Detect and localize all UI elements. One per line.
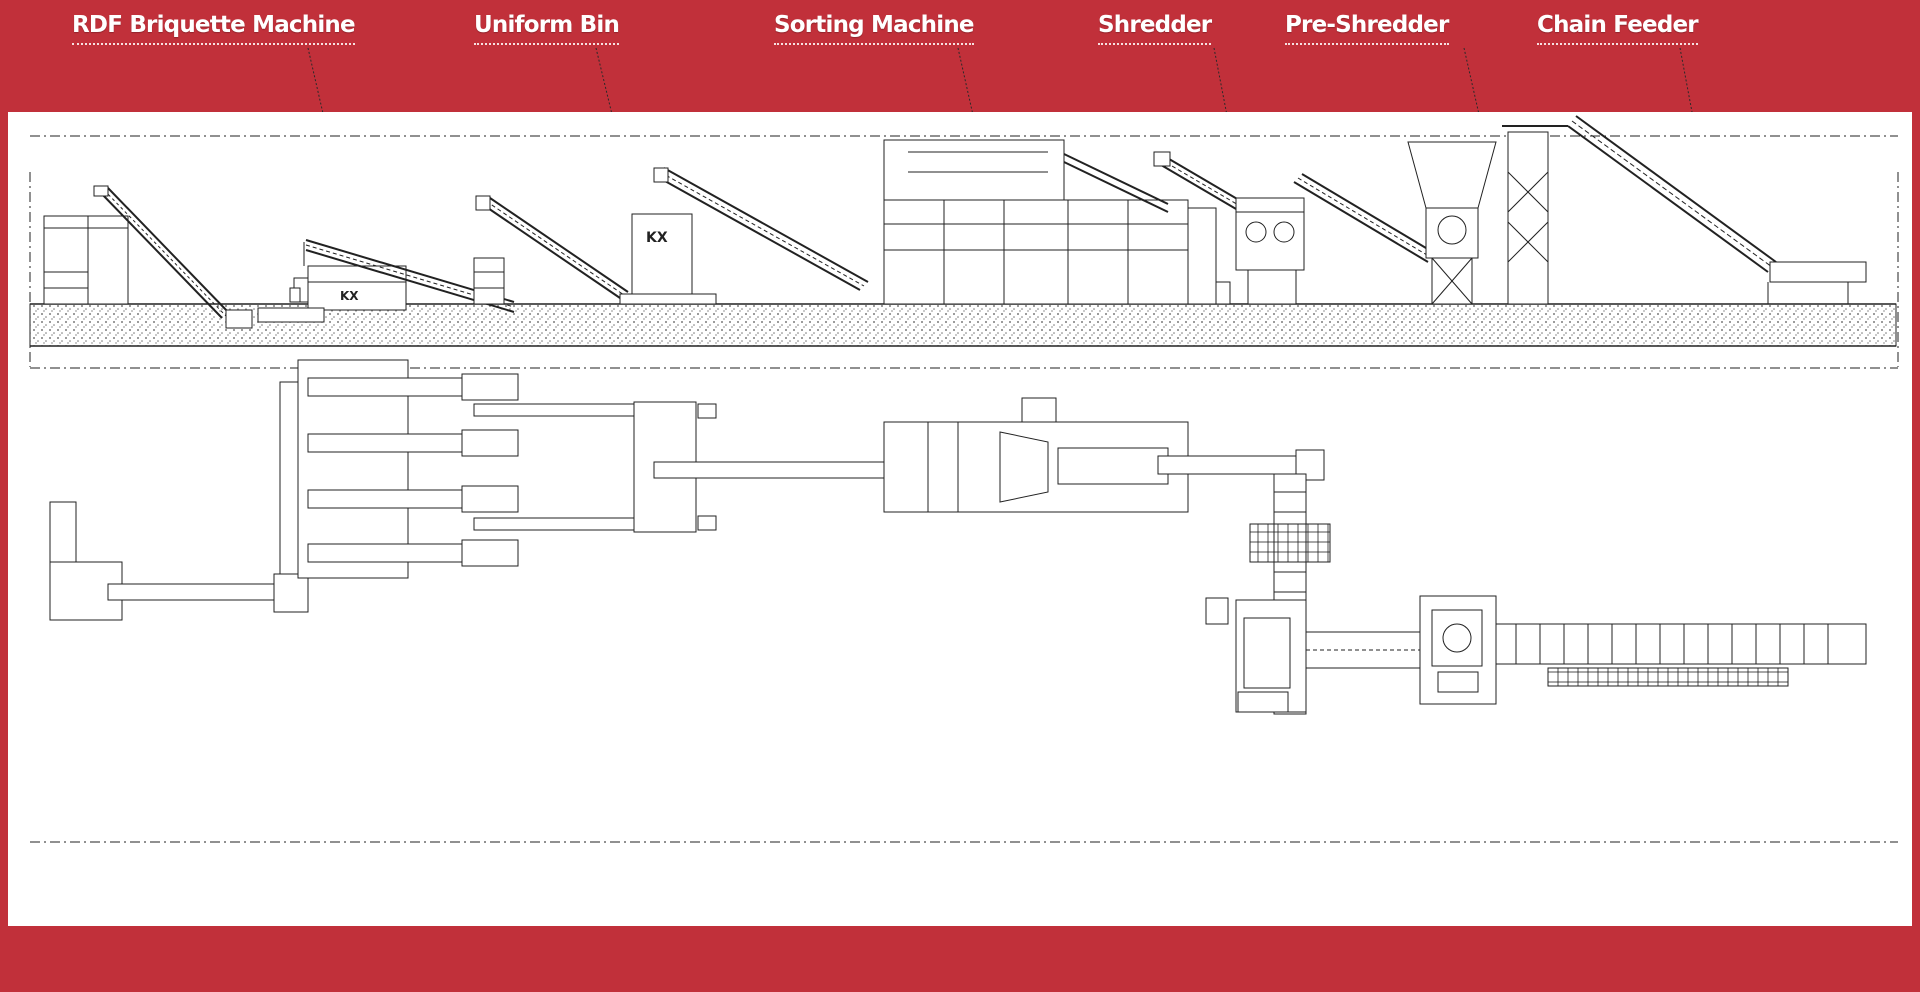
plan-storage <box>49 381 309 621</box>
label-uniform-bin-text: Uniform Bin <box>474 12 620 38</box>
briquette-row <box>307 485 519 513</box>
label-underline <box>1098 43 1212 45</box>
label-chain-feeder-text: Chain Feeder <box>1537 12 1699 38</box>
label-chain-feeder: Chain Feeder <box>1537 12 1699 45</box>
pre-shredder <box>1407 141 1497 305</box>
label-sorting-machine-text: Sorting Machine <box>774 12 975 38</box>
plan-chain-feeder <box>1495 623 1867 687</box>
label-uniform-bin: Uniform Bin <box>474 12 620 45</box>
label-band: RDF Briquette Machine Uniform Bin Sortin… <box>0 0 1920 112</box>
pre-shredder-conveyor <box>1293 173 1437 263</box>
plan-view <box>30 359 1898 843</box>
briquette-row <box>307 429 519 457</box>
plant-layout-drawing: KX <box>29 115 1899 843</box>
storage-shed <box>43 215 129 305</box>
label-underline <box>72 43 355 45</box>
plan-sorting-machine <box>883 397 1325 513</box>
sorting-machine <box>883 139 1217 305</box>
chain-feeder <box>1502 115 1867 305</box>
label-pre-shredder: Pre-Shredder <box>1285 12 1449 45</box>
plan-pre-shredder-conveyor <box>1305 631 1427 669</box>
label-underline <box>474 43 620 45</box>
briquette-row <box>307 373 519 401</box>
product-conveyor <box>93 185 253 329</box>
machine-badge-text: KX <box>340 289 359 303</box>
machine-badge-text: KX <box>646 230 668 246</box>
label-rdf-briquette-machine: RDF Briquette Machine <box>72 12 356 45</box>
side-elevation: KX <box>29 115 1899 367</box>
shredder <box>1215 197 1305 305</box>
briquette-row <box>307 539 519 567</box>
plan-shredder <box>1205 597 1307 713</box>
sorting-feed-conveyor <box>653 167 869 291</box>
ground-slab <box>29 303 1897 347</box>
label-pre-shredder-text: Pre-Shredder <box>1285 12 1449 38</box>
bin-feed-conveyor <box>473 195 629 305</box>
label-underline <box>774 43 974 45</box>
label-underline <box>1285 43 1449 45</box>
uniform-bin: KX <box>619 213 717 305</box>
drawing-panel: KX <box>8 112 1912 926</box>
label-sorting-machine: Sorting Machine <box>774 12 975 45</box>
label-shredder: Shredder <box>1098 12 1212 45</box>
label-shredder-text: Shredder <box>1098 12 1212 38</box>
label-underline <box>1537 43 1698 45</box>
plan-uniform-bin <box>633 401 885 533</box>
plan-pre-shredder <box>1419 595 1497 705</box>
plan-briquette-bank <box>297 359 635 579</box>
label-rdf-briquette-text: RDF Briquette Machine <box>72 12 356 38</box>
